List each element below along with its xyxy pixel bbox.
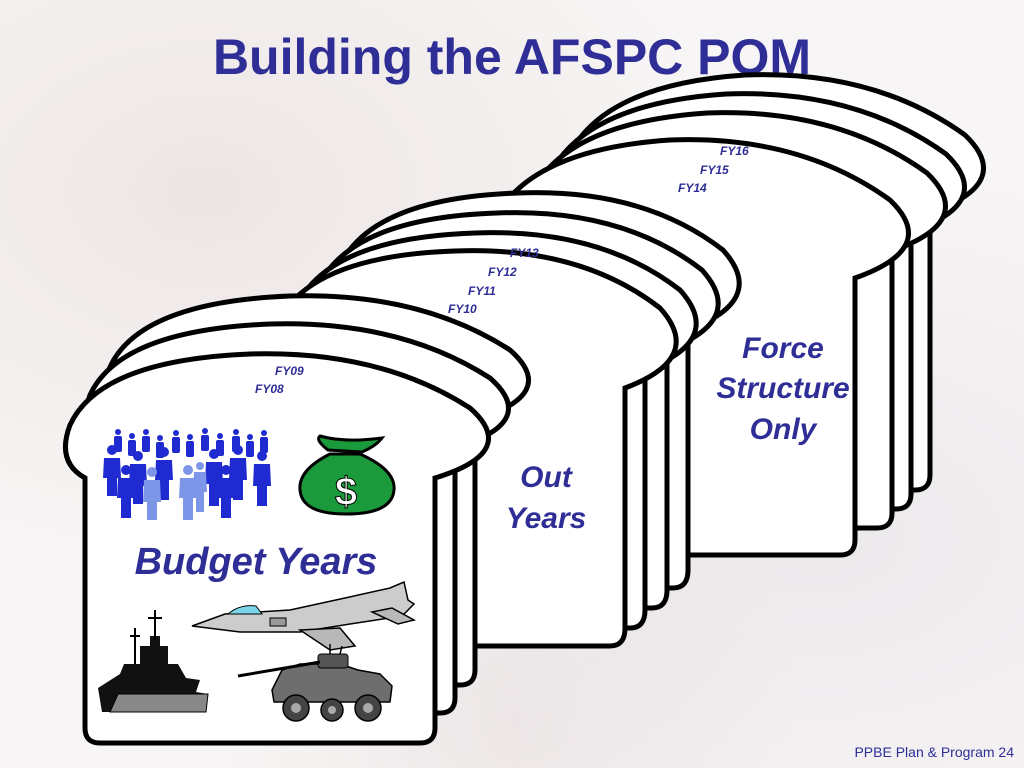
fighter-jet-icon: [191, 580, 417, 651]
slice-budget-front: [62, 351, 491, 746]
fy09-label: FY09: [275, 364, 304, 378]
fy13-label: FY13: [510, 246, 539, 260]
out-label-line-1: Out: [520, 461, 574, 494]
fy10-label: FY10: [448, 302, 477, 316]
fy16-label: FY16: [720, 144, 749, 158]
armored-vehicle-icon: [237, 644, 393, 722]
svg-text:$: $: [335, 470, 357, 514]
budget-years-group: FY09 FY08 Budget Years: [62, 293, 531, 746]
budget-years-label: Budget Years: [135, 541, 378, 583]
people-crowd-icon: [103, 428, 271, 520]
money-bag-icon: $: [298, 434, 396, 516]
out-label-line-2: Years: [506, 502, 587, 535]
force-label-line-2: Structure: [716, 372, 849, 405]
fy11-label: FY11: [468, 284, 496, 298]
fy15-label: FY15: [700, 163, 729, 177]
fy12-label: FY12: [488, 265, 517, 279]
slide-footer: PPBE Plan & Program 24: [854, 744, 1014, 760]
force-label-line-3: Only: [750, 413, 818, 446]
slide-title: Building the AFSPC POM: [212, 29, 812, 85]
fy14-label: FY14: [678, 181, 707, 195]
fy08-label: FY08: [255, 382, 284, 396]
battleship-icon: [98, 610, 209, 713]
force-label-line-1: Force: [742, 332, 824, 365]
